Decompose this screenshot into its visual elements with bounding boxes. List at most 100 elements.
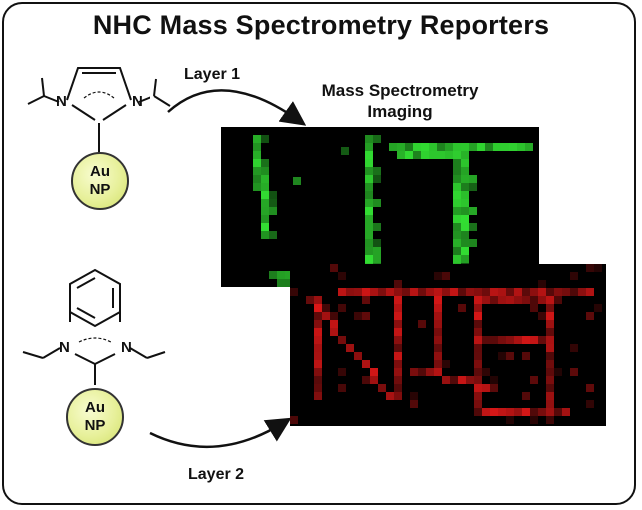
arrow-layer2 (149, 417, 292, 449)
ms-pixel (338, 304, 346, 312)
ms-pixel (517, 143, 525, 151)
ms-pixel (554, 288, 562, 296)
ms-pixel (442, 376, 450, 384)
ms-pixel (474, 296, 482, 304)
ms-image-red-layer (290, 264, 606, 426)
ms-pixel (538, 296, 546, 304)
ms-pixel (469, 223, 477, 231)
ms-pixel (461, 151, 469, 159)
ms-pixel (354, 312, 362, 320)
ms-pixel (314, 344, 322, 352)
ms-pixel (474, 360, 482, 368)
ms-pixel (586, 400, 594, 408)
ms-pixel (514, 296, 522, 304)
ms-pixel (546, 376, 554, 384)
nhc-structure-top: N N (27, 67, 150, 156)
ms-pixel (362, 288, 370, 296)
ms-pixel (546, 320, 554, 328)
ms-pixel (461, 143, 469, 151)
ms-pixel (346, 344, 354, 352)
ms-pixel (362, 288, 370, 296)
ms-pixel (469, 143, 477, 151)
ms-pixel (482, 368, 490, 376)
ms-pixel (365, 143, 373, 151)
ms-pixel (458, 376, 466, 384)
ms-pixel (554, 408, 562, 416)
ms-pixel (522, 408, 530, 416)
ms-pixel (490, 288, 498, 296)
ms-pixel (586, 288, 594, 296)
ms-pixel (261, 199, 269, 207)
ms-pixel (373, 223, 381, 231)
ms-pixel (501, 143, 509, 151)
ms-pixel (453, 223, 461, 231)
ms-pixel (434, 272, 442, 280)
ms-pixel (365, 167, 373, 175)
imaging-title-line1: Mass Spectrometry (321, 81, 479, 100)
gold-nanoparticle-top: Au NP (71, 152, 129, 210)
ms-pixel (365, 207, 373, 215)
ms-pixel (453, 183, 461, 191)
ms-pixel (474, 392, 482, 400)
ms-pixel (530, 296, 538, 304)
ms-pixel (530, 304, 538, 312)
ms-pixel (562, 408, 570, 416)
np-label-au: Au (90, 163, 110, 180)
ms-pixel (546, 360, 554, 368)
ms-pixel (506, 352, 514, 360)
ms-pixel (594, 304, 602, 312)
ms-pixel (458, 376, 466, 384)
ms-pixel (474, 320, 482, 328)
ms-pixel (426, 288, 434, 296)
ms-pixel (434, 368, 442, 376)
ms-pixel (538, 288, 546, 296)
ms-pixel (253, 159, 261, 167)
ms-pixel (474, 336, 482, 344)
ms-pixel (314, 360, 322, 368)
ms-pixel (546, 416, 554, 424)
ms-pixel (570, 272, 578, 280)
ms-pixel (418, 288, 426, 296)
ms-pixel (253, 175, 261, 183)
ms-pixel (461, 159, 469, 167)
ms-pixel (546, 408, 554, 416)
ms-pixel (373, 175, 381, 183)
ms-pixel (365, 151, 373, 159)
ms-pixel (434, 296, 442, 304)
ms-pixel (474, 344, 482, 352)
ms-pixel (482, 408, 490, 416)
np-label-au-bottom: Au (85, 399, 105, 416)
ms-pixel (405, 143, 413, 151)
ms-pixel (362, 376, 370, 384)
ms-pixel (269, 207, 277, 215)
nitrogen-right-atom: N (132, 93, 143, 110)
ms-pixel (269, 271, 277, 279)
ms-pixel (586, 312, 594, 320)
ms-pixel (314, 384, 322, 392)
ms-pixel (578, 288, 586, 296)
ms-pixel (546, 392, 554, 400)
nitrogen-right-atom-bottom: N (121, 339, 132, 356)
ms-pixel (253, 167, 261, 175)
ms-pixel (365, 135, 373, 143)
ms-pixel (394, 376, 402, 384)
ms-pixel (330, 320, 338, 328)
ms-pixel (373, 135, 381, 143)
ms-pixel (394, 320, 402, 328)
ms-pixel (418, 320, 426, 328)
ms-pixel (394, 304, 402, 312)
ms-pixel (314, 328, 322, 336)
ms-pixel (514, 336, 522, 344)
ms-pixel (338, 384, 346, 392)
ms-pixel (354, 352, 362, 360)
ms-pixel (293, 177, 301, 185)
ms-pixel (506, 336, 514, 344)
ms-pixel (442, 360, 450, 368)
ms-pixel (365, 175, 373, 183)
ms-pixel (346, 288, 354, 296)
ms-pixel (418, 368, 426, 376)
ms-pixel (453, 159, 461, 167)
ms-pixel (546, 352, 554, 360)
ms-pixel (461, 207, 469, 215)
ms-pixel (394, 312, 402, 320)
